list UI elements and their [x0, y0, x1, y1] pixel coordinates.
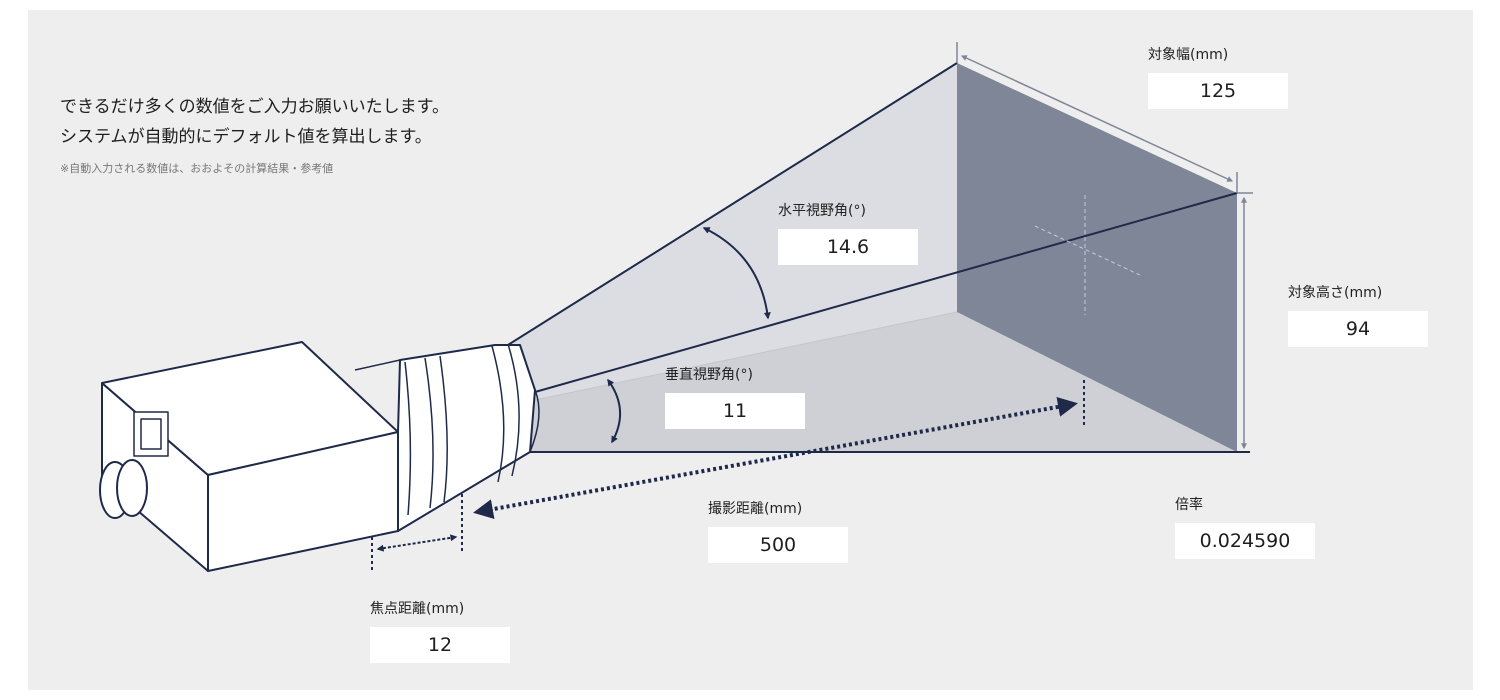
focal-length-label: 焦点距離(mm)	[370, 601, 465, 617]
frustum-upper-edge	[499, 62, 958, 351]
vertical-fov-field: 垂直視野角(°)	[665, 364, 805, 429]
frustum-hidden-edge	[534, 311, 958, 401]
target-height-label: 対象高さ(mm)	[1288, 285, 1383, 301]
instructions: できるだけ多くの数値をご入力お願いいたします。 システムが自動的にデフォルト値を…	[60, 92, 449, 176]
vertical-fov-input[interactable]	[665, 393, 805, 429]
instruction-line-1: できるだけ多くの数値をご入力お願いいたします。	[60, 97, 449, 117]
horizontal-fov-label: 水平視野角(°)	[778, 203, 866, 219]
magnification-label: 倍率	[1175, 497, 1203, 513]
target-width-field: 対象幅(mm)	[1148, 44, 1288, 109]
working-distance-input[interactable]	[708, 527, 848, 563]
instruction-note: ※自動入力される数値は、おおよその計算結果・参考値	[60, 162, 334, 175]
focal-length-arrow	[376, 534, 458, 552]
magnification-input[interactable]	[1175, 523, 1315, 559]
working-distance-label: 撮影距離(mm)	[708, 501, 803, 517]
vertical-fov-label: 垂直視野角(°)	[665, 367, 753, 383]
instruction-line-2: システムが自動的にデフォルト値を算出します。	[60, 127, 432, 147]
target-height-field: 対象高さ(mm)	[1288, 282, 1428, 347]
camera-illustration	[99, 341, 540, 572]
working-distance-arrow	[473, 397, 1078, 519]
width-dimension-arrow	[960, 55, 1234, 182]
horizontal-fov-field: 水平視野角(°)	[778, 200, 918, 265]
target-width-input[interactable]	[1148, 73, 1288, 109]
horizontal-fov-input[interactable]	[778, 229, 918, 265]
focal-length-field: 焦点距離(mm)	[370, 598, 510, 663]
focal-length-input[interactable]	[370, 627, 510, 663]
working-distance-field: 撮影距離(mm)	[708, 498, 848, 563]
target-height-input[interactable]	[1288, 311, 1428, 347]
crosshair-horizontal	[1034, 225, 1143, 277]
optical-axis-line	[534, 192, 1238, 393]
magnification-field: 倍率	[1175, 494, 1315, 559]
target-width-label: 対象幅(mm)	[1148, 47, 1229, 63]
horizontal-fov-arc	[702, 227, 771, 320]
